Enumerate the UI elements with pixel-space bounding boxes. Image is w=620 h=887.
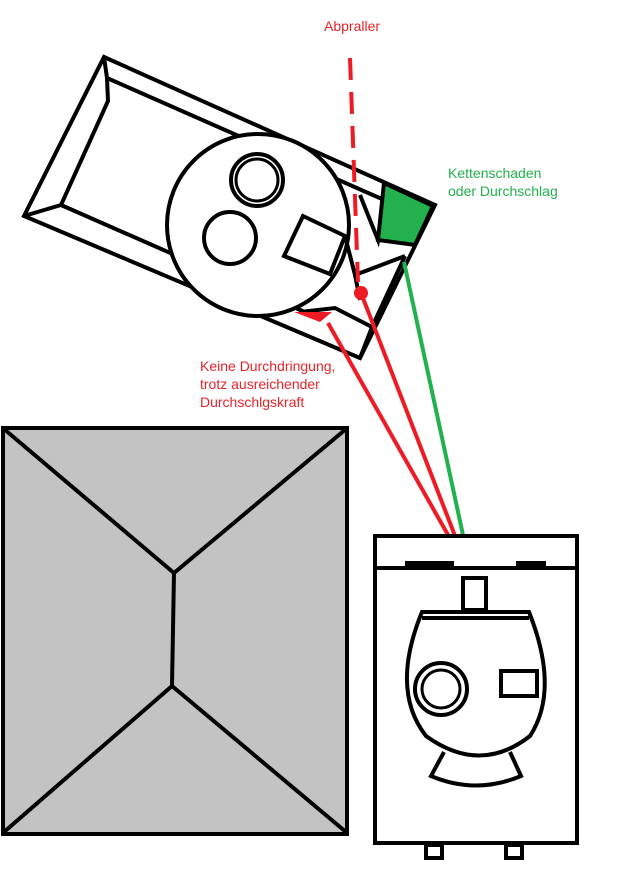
hull-shot-1 (359, 292, 471, 573)
no-penetration-label-line2: trotz ausreichender (200, 376, 320, 392)
hull-hit-marker (294, 312, 332, 322)
player-turret (405, 610, 547, 758)
building-outline (1, 426, 349, 836)
target-loader-hatch (202, 210, 258, 266)
target-rear-plate (299, 305, 373, 329)
target-turret (165, 132, 351, 318)
target-hatch-inner (234, 157, 280, 203)
target-rear-edge (358, 326, 374, 359)
track-damage-label-line1: Kettenschaden (448, 165, 542, 181)
track-shot (402, 261, 473, 573)
target-front-plate (23, 56, 111, 218)
target-commander-hatch (229, 152, 285, 208)
ricochet-label: Abpraller (324, 18, 381, 34)
ricochet-shot (348, 57, 360, 283)
no-penetration-label-line3: Durchschlgskraft (200, 394, 305, 410)
player-headlight-right (516, 561, 546, 570)
player-gun-barrel (461, 576, 488, 612)
target-rear-side (370, 255, 407, 328)
player-sight (499, 669, 539, 698)
building (1, 426, 349, 836)
track-weakspot (375, 179, 436, 248)
player-headlight-left (405, 561, 454, 570)
player-tank (373, 534, 579, 860)
track-damage-label-line2: oder Durchschlag (448, 183, 558, 199)
player-commander-hatch (413, 661, 469, 717)
target-deck-line (354, 254, 406, 277)
player-exhaust-left (424, 843, 444, 860)
target-gun-mantlet (281, 213, 348, 277)
target-tank (21, 54, 438, 361)
no-penetration-label-line1: Keine Durchdringung, (200, 358, 336, 374)
player-turret-bustle (428, 751, 524, 788)
hull-shot-2 (326, 322, 471, 573)
player-hatch-inner (420, 668, 462, 710)
building-roof-lines (2, 427, 348, 834)
player-exhaust-right (504, 843, 524, 860)
